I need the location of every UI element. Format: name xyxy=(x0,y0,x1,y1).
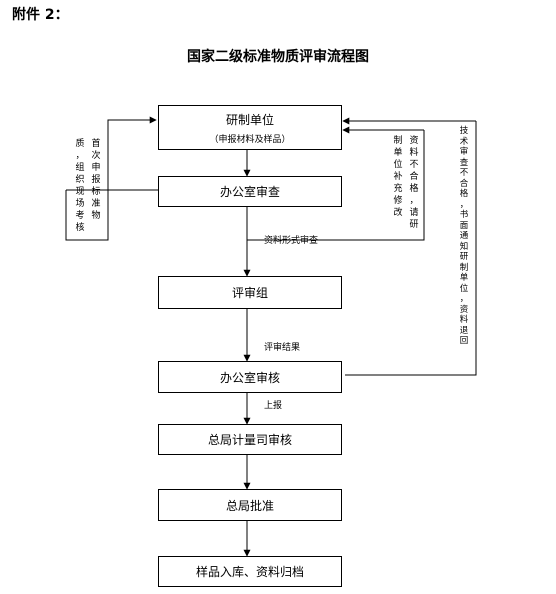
note-right-col1: 技术审查不合格，书面通知研制单位，资料退回 xyxy=(459,126,469,346)
box-review-group: 评审组 xyxy=(158,276,342,309)
box-approval-label: 总局批准 xyxy=(225,498,274,513)
note-left-col2: 质，组织现场考核 xyxy=(75,139,85,233)
label-review-result: 评审结果 xyxy=(264,343,301,353)
attachment-label: 附件 2： xyxy=(12,7,69,23)
box-metrology-audit-label: 总局计量司审核 xyxy=(207,433,292,447)
box-office-review: 办公室审查 xyxy=(158,176,342,207)
label-report-up: 上报 xyxy=(264,401,283,411)
note-mid-col1: 资料不合格，请研 xyxy=(409,136,419,230)
box-research-unit-sub: （申报材料及样品） xyxy=(209,134,291,145)
note-left-col1: 首次申报标准物 xyxy=(91,139,101,221)
box-office-audit: 办公室审核 xyxy=(158,361,342,393)
label-review-form: 资料形式审查 xyxy=(264,236,319,246)
box-review-group-label: 评审组 xyxy=(231,286,268,300)
box-office-audit-label: 办公室审核 xyxy=(219,370,280,385)
box-metrology-audit: 总局计量司审核 xyxy=(158,424,342,455)
box-office-review-label: 办公室审查 xyxy=(219,185,280,199)
box-research-unit-title: 研制单位 xyxy=(225,112,274,127)
box-research-unit: 研制单位 （申报材料及样品） xyxy=(158,105,342,150)
page-title: 国家二级标准物质评审流程图 xyxy=(187,49,369,65)
box-archive-label: 样品入库、资料归档 xyxy=(195,565,304,579)
note-mid-col2: 制单位补充修改 xyxy=(393,136,403,218)
box-approval: 总局批准 xyxy=(158,489,342,521)
box-archive: 样品入库、资料归档 xyxy=(158,556,342,587)
